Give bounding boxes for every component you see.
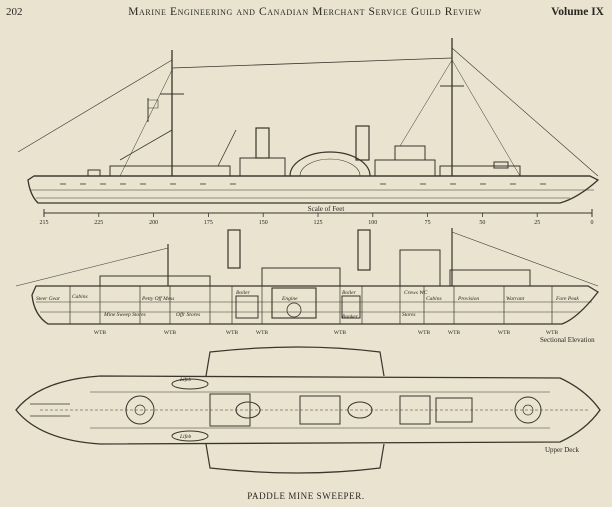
compartment-label: Cabins [426, 296, 442, 302]
elevation-funnel-aft [255, 127, 270, 159]
plan-lifeboat-port [171, 378, 209, 390]
compartment-label: Bunker [342, 314, 359, 320]
compartment-label: Steer Gear [36, 296, 61, 302]
compartment-label: Cabins [72, 294, 88, 300]
compartment-label: Fore Peak [555, 296, 579, 302]
wtb-mark: WTB [498, 330, 511, 336]
compartment-label: Offr Stores [176, 311, 200, 318]
plan-lifeboat-label-port: Lifeb [179, 376, 192, 383]
scale-ticks: 215 225 200 175 150 125 100 75 50 25 0 [40, 213, 594, 226]
wtb-mark: WTB [334, 330, 347, 336]
compartment-label: Provision [457, 296, 479, 302]
plan-lifeboat-starboard [171, 430, 209, 442]
wtb-mark: WTB [546, 330, 559, 336]
elevation-funnel-fore [355, 125, 370, 161]
scale-tick-label: 150 [259, 220, 268, 226]
plan-aft-winch [125, 395, 155, 425]
scale-tick-label: 225 [94, 220, 103, 226]
scale-tick-label: 215 [40, 220, 49, 226]
section-label: Sectional Elevation [540, 336, 595, 344]
compartment-label: Boiler [342, 290, 357, 296]
scale-tick-label: 125 [314, 220, 323, 226]
scale-tick-label: 0 [591, 220, 594, 226]
section-bulkheads [69, 286, 553, 324]
wtb-mark: WTB [164, 330, 177, 336]
elevation-hull [27, 175, 600, 204]
scale-tick-label: 175 [204, 220, 213, 226]
elevation-paddle-box [289, 151, 371, 177]
wtb-mark: WTB [418, 330, 431, 336]
sectional-elevation [15, 228, 599, 325]
wtb-mark: WTB [448, 330, 461, 336]
running-title: Marine Engineering and Canadian Merchant… [128, 6, 482, 18]
compartment-label: Mine Sweep Stores [103, 312, 146, 318]
page-number: 202 [6, 6, 23, 18]
volume-label: Volume IX [551, 6, 604, 18]
compartment-label: Crews WC [404, 290, 428, 296]
plan-fore-capstan [514, 396, 542, 424]
scale-label: Scale of Feet [308, 205, 345, 213]
plan-hull-outline [15, 375, 601, 445]
compartment-label: Stores [402, 312, 416, 318]
section-engine [271, 287, 317, 319]
scale-tick-label: 75 [425, 220, 431, 226]
plan-label: Upper Deck [545, 446, 580, 454]
figure-caption: PADDLE MINE SWEEPER. [247, 491, 365, 501]
scale-tick-label: 100 [368, 220, 377, 226]
wtb-mark: WTB [256, 330, 269, 336]
scale-tick-label: 25 [534, 220, 540, 226]
deck-plan [15, 346, 601, 474]
wtb-mark: WTB [226, 330, 239, 336]
compartment-label: Warrant [506, 296, 525, 302]
compartment-label: Engine [281, 296, 298, 302]
section-wtb-marks: WTB WTB WTB WTB WTB WTB WTB WTB WTB [94, 330, 559, 336]
plan-lifeboat-label-starboard: Lifeb [179, 433, 192, 440]
compartment-label: Boiler [236, 290, 251, 296]
running-header: 202 Marine Engineering and Canadian Merc… [6, 6, 604, 22]
plan-paddle-box-port [205, 346, 385, 377]
profile-elevation [17, 38, 600, 204]
compartment-label: Petty Off Mess [141, 295, 174, 302]
wtb-mark: WTB [94, 330, 107, 336]
section-hull [31, 285, 599, 325]
scale-tick-label: 200 [149, 220, 158, 226]
scale-tick-label: 50 [479, 220, 485, 226]
plan-paddle-box-starboard [205, 443, 385, 474]
